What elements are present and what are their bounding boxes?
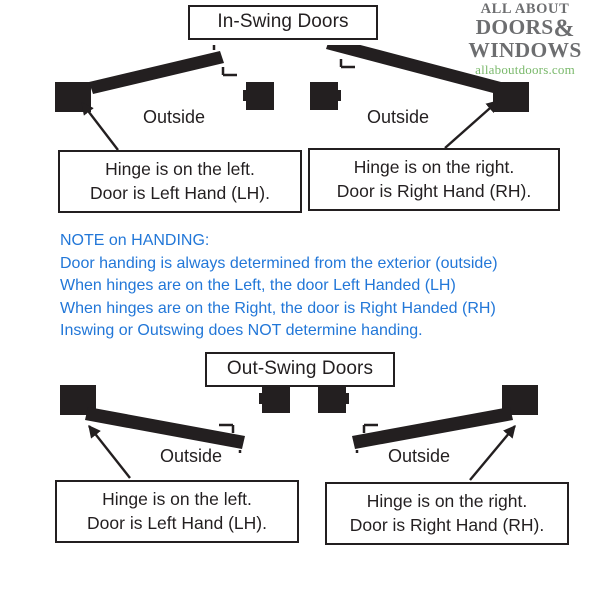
jamb-block-outswing-left-strike xyxy=(262,385,290,413)
leader-arrow-outswing-right xyxy=(469,425,516,481)
jamb-block-inswing-right-strike xyxy=(310,82,338,110)
jamb-block-outswing-right-strike xyxy=(318,385,346,413)
outside-label-inswing-left: Outside xyxy=(143,107,206,127)
outside-label-outswing-left: Outside xyxy=(160,446,223,466)
leader-arrow-inswing-right xyxy=(444,100,499,149)
outside-label-outswing-right: Outside xyxy=(388,446,451,466)
leader-arrow-outswing-left xyxy=(88,425,131,479)
brand-logo: ALL ABOUT DOORS& WINDOWS allaboutdoors.c… xyxy=(452,2,598,78)
door-panel-outswing-right xyxy=(352,407,513,449)
caption-outswing-right-hand: Hinge is on the right. Door is Right Han… xyxy=(325,482,569,545)
logo-word-doors: DOORS xyxy=(475,15,554,39)
logo-website: allaboutdoors.com xyxy=(475,62,575,77)
caption-line-1: Hinge is on the right. xyxy=(353,157,515,177)
caption-line-1: Hinge is on the left. xyxy=(105,159,255,179)
door-handle-inswing-left xyxy=(212,45,237,77)
jamb-block-inswing-left-strike xyxy=(246,82,274,110)
outside-label-inswing-right: Outside xyxy=(367,107,430,127)
logo-word-windows: WINDOWS xyxy=(468,38,582,62)
note-line-4: Inswing or Outswing does NOT determine h… xyxy=(60,322,423,339)
caption-inswing-left-hand: Hinge is on the left. Door is Left Hand … xyxy=(58,150,302,213)
note-line-1: Door handing is always determined from t… xyxy=(60,254,498,272)
caption-line-1: Hinge is on the right. xyxy=(366,491,528,511)
door-panel-inswing-left xyxy=(89,51,224,94)
strike-notch-inswing-left xyxy=(243,90,247,101)
caption-line-1: Hinge is on the left. xyxy=(102,489,252,509)
caption-line-2: Door is Left Hand (LH). xyxy=(90,183,270,203)
section-title-inswing: In-Swing Doors xyxy=(188,5,378,40)
door-handle-outswing-right xyxy=(355,423,378,453)
door-handle-outswing-left xyxy=(219,423,242,453)
strike-notch-outswing-left xyxy=(259,393,263,404)
leader-arrow-inswing-left xyxy=(81,102,119,151)
section-title-outswing: Out-Swing Doors xyxy=(205,352,395,387)
logo-ampersand: & xyxy=(553,15,575,42)
handing-note-block: NOTE on HANDING: Door handing is always … xyxy=(60,230,530,343)
logo-line-doors-amp: DOORS& xyxy=(452,15,598,42)
note-line-2: When hinges are on the Left, the door Le… xyxy=(60,277,456,294)
caption-inswing-right-hand: Hinge is on the right. Door is Right Han… xyxy=(308,148,560,211)
caption-outswing-left-hand: Hinge is on the left. Door is Left Hand … xyxy=(55,480,299,543)
door-panel-inswing-right xyxy=(326,45,501,94)
strike-notch-outswing-right xyxy=(345,393,349,404)
note-line-3: When hinges are on the Right, the door i… xyxy=(60,299,496,317)
caption-line-2: Door is Right Hand (RH). xyxy=(349,515,545,535)
door-panel-outswing-left xyxy=(85,407,245,449)
logo-line-all-about: ALL ABOUT xyxy=(480,1,570,17)
caption-line-2: Door is Left Hand (LH). xyxy=(87,513,267,533)
strike-notch-inswing-right xyxy=(337,90,341,101)
caption-line-2: Door is Right Hand (RH). xyxy=(336,181,532,201)
outswing-door-graphics xyxy=(60,385,538,453)
note-heading: NOTE on HANDING: xyxy=(60,232,210,249)
